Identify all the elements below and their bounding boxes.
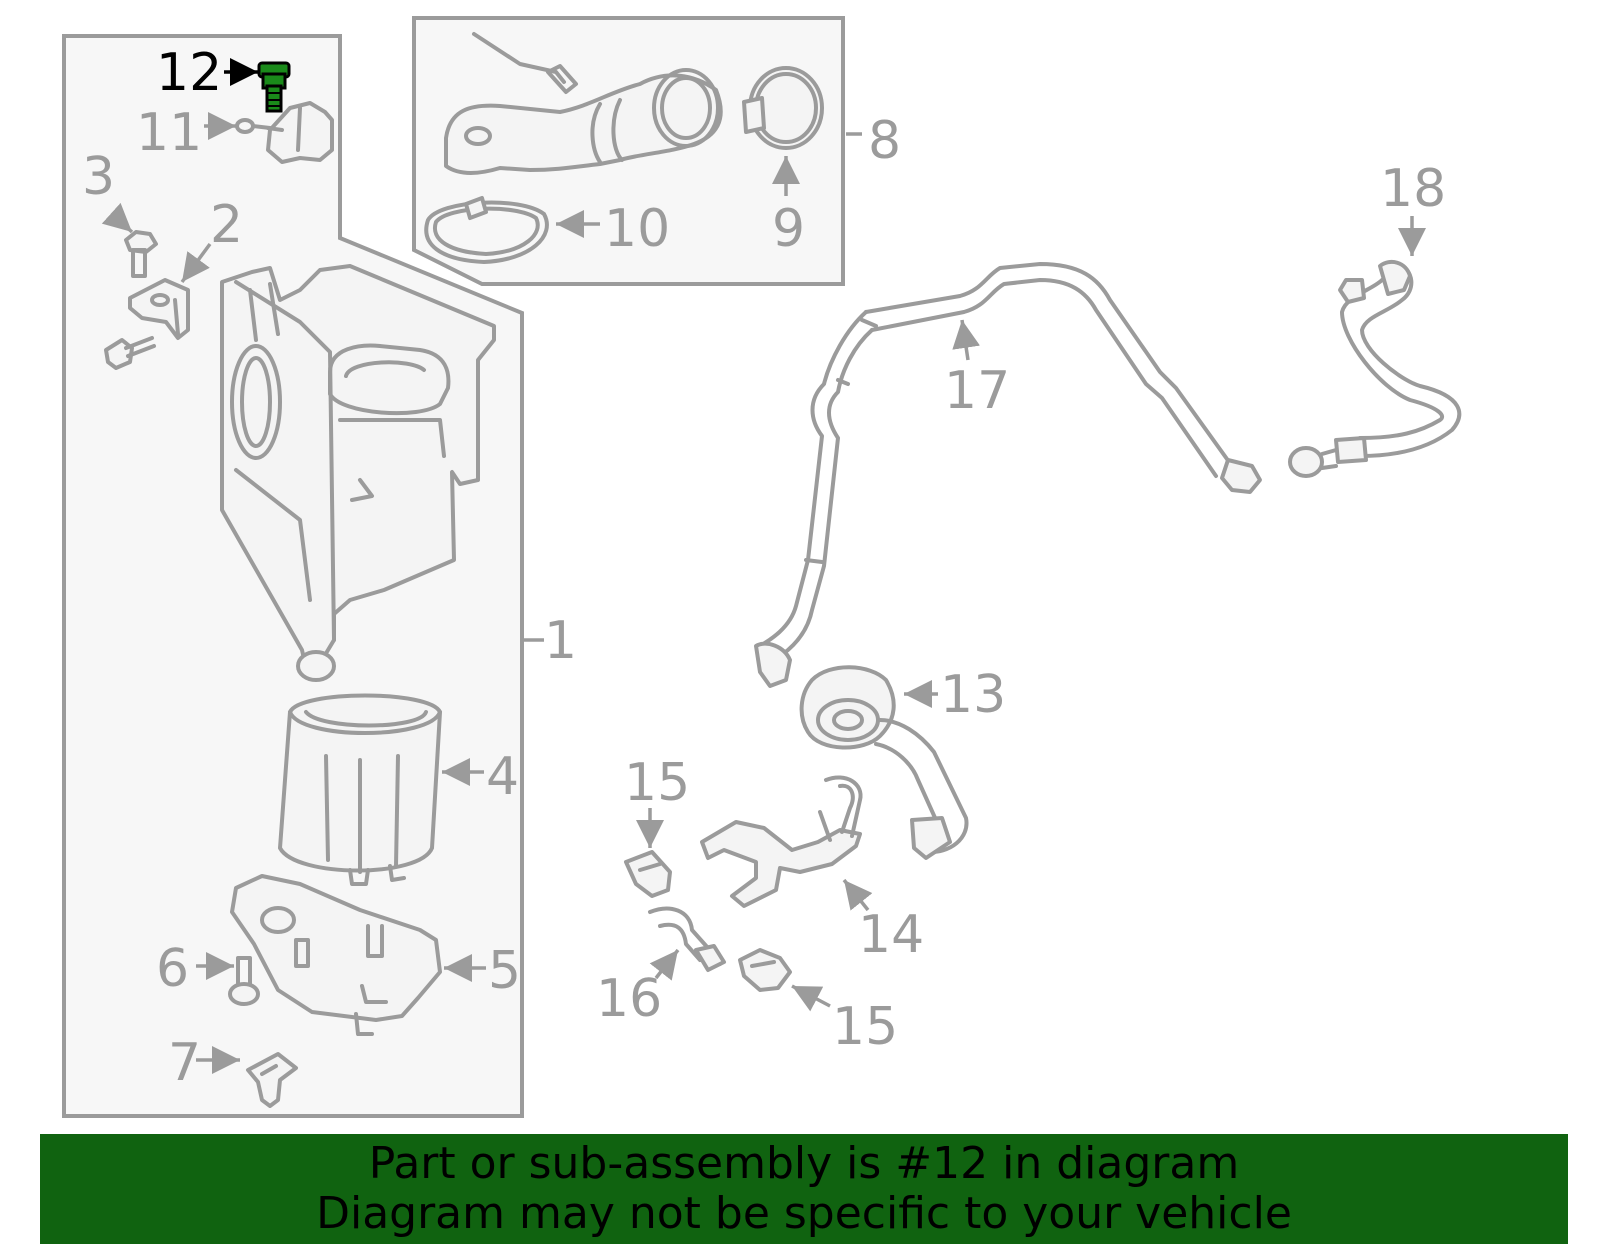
callout-4[interactable]: 4 [486, 747, 519, 807]
valve-part-13[interactable] [799, 665, 969, 860]
leader-lines [101, 58, 1426, 1074]
filter-element-part-4[interactable] [278, 693, 442, 886]
hose-part-18[interactable] [1288, 259, 1462, 478]
bracket-part-14[interactable] [700, 775, 863, 908]
callout-labels: 12 11 3 2 1 4 5 6 7 8 9 10 17 18 13 15 1… [82, 43, 1446, 1093]
bolt-bracket-lower[interactable] [104, 336, 156, 370]
callout-11[interactable]: 11 [136, 103, 202, 163]
info-banner: Part or sub-assembly is #12 in diagram D… [40, 1134, 1568, 1244]
sensor-part-11[interactable] [235, 101, 334, 164]
callout-16[interactable]: 16 [596, 969, 662, 1029]
bolt-part-3[interactable] [124, 230, 158, 278]
bracket-part-2[interactable] [128, 278, 190, 340]
clamp-part-9[interactable] [742, 66, 824, 150]
harness-part-16[interactable] [648, 906, 726, 972]
callout-17[interactable]: 17 [944, 361, 1010, 421]
connector-part-15-upper[interactable] [624, 850, 672, 898]
hose-part-17[interactable] [754, 262, 1262, 688]
intake-duct-part-8[interactable] [444, 32, 723, 175]
callout-6[interactable]: 6 [156, 939, 189, 999]
callout-15-upper[interactable]: 15 [624, 753, 690, 813]
gasket-part-10[interactable] [424, 196, 549, 264]
callout-2[interactable]: 2 [210, 195, 243, 255]
callout-9[interactable]: 9 [772, 199, 805, 259]
callout-1[interactable]: 1 [544, 611, 577, 671]
banner-line-2: Diagram may not be specific to your vehi… [316, 1188, 1292, 1239]
bolt-part-12-highlighted[interactable] [257, 61, 291, 113]
lower-housing-part-5[interactable] [230, 874, 442, 1036]
clip-part-7[interactable] [246, 1052, 298, 1108]
callout-7[interactable]: 7 [168, 1033, 201, 1093]
callout-14[interactable]: 14 [858, 905, 924, 965]
banner-line-1: Part or sub-assembly is #12 in diagram [368, 1138, 1240, 1189]
connector-part-15-lower[interactable] [738, 948, 792, 992]
callout-18[interactable]: 18 [1380, 159, 1446, 219]
bolt-part-6[interactable] [228, 956, 260, 1006]
callout-12[interactable]: 12 [156, 43, 222, 103]
callout-3[interactable]: 3 [82, 147, 115, 207]
callout-15-lower[interactable]: 15 [832, 997, 898, 1057]
callout-10[interactable]: 10 [604, 199, 670, 259]
callout-8[interactable]: 8 [868, 111, 901, 171]
callout-5[interactable]: 5 [488, 941, 521, 1001]
callout-13[interactable]: 13 [940, 665, 1006, 725]
air-cleaner-housing-part-1[interactable] [220, 264, 496, 682]
